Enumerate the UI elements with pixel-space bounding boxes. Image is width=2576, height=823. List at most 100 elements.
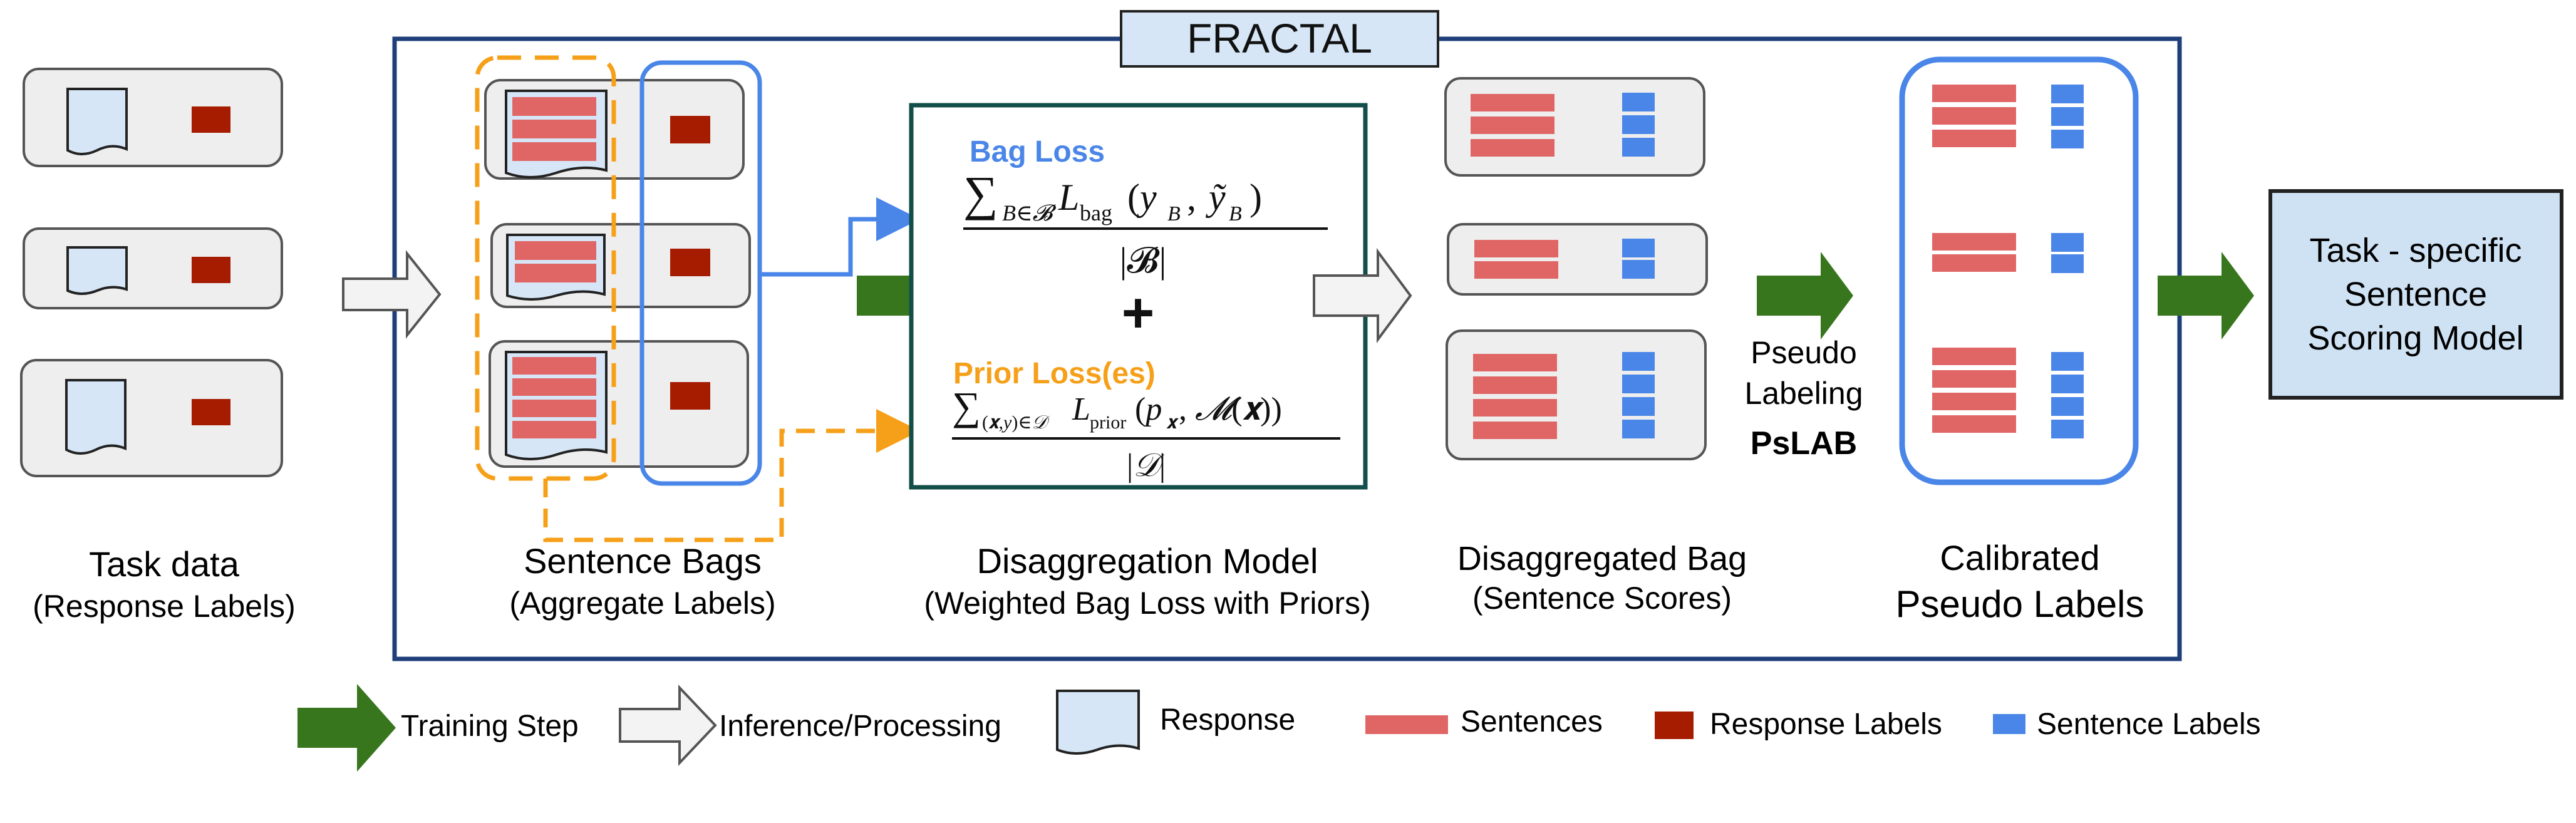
bag-loss-connector — [760, 197, 920, 277]
legend-sentences: Sentences — [1461, 705, 1603, 738]
svg-text:prior: prior — [1090, 412, 1126, 433]
task-data-panel-1 — [23, 68, 283, 167]
sentence-label-square — [2051, 107, 2084, 126]
sentence-label-square — [2051, 130, 2084, 148]
scoring-model-line1: Task - specific — [2309, 232, 2522, 269]
response-label-square — [192, 399, 230, 425]
legend-sentence-label-square — [1993, 714, 2025, 734]
fractal-title-box — [1120, 10, 1439, 68]
sentence-bar — [1473, 354, 1557, 371]
sentence-label-square — [2051, 375, 2084, 393]
sentence-bar — [515, 241, 596, 260]
sentence-bar — [1471, 94, 1554, 111]
response-label-square — [192, 257, 230, 283]
sentence-bag-2 — [490, 223, 751, 308]
sentence-bar — [1474, 240, 1558, 257]
sentence-label-square — [1622, 397, 1655, 416]
fractal-title: FRACTAL — [1187, 15, 1372, 61]
task-data-panel-2 — [23, 227, 283, 309]
legend-response: Response — [1160, 703, 1295, 737]
sentence-label-square — [1622, 115, 1655, 134]
svg-text:∑: ∑ — [952, 384, 981, 428]
svg-text:B: B — [1167, 202, 1181, 225]
scoring-model-line2: Sentence — [2344, 276, 2487, 313]
task-data-title: Task data — [89, 544, 240, 584]
sentence-bag-3 — [489, 340, 749, 468]
bag-loss-label: Bag Loss — [970, 135, 1105, 168]
plus-sign: + — [1122, 282, 1155, 344]
sentence-bags-subtitle: (Aggregate Labels) — [509, 586, 775, 621]
legend-sentence-bar — [1365, 715, 1448, 734]
sentence-bar — [1932, 348, 2016, 365]
sentence-bar — [1932, 370, 2016, 388]
pslab-label: PsLAB — [1751, 425, 1857, 462]
sentence-bar — [1471, 139, 1554, 157]
pseudo-labeling-line1: Pseudo — [1751, 335, 1857, 370]
prior-loss-connector — [543, 409, 920, 542]
training-arrow — [2158, 252, 2254, 339]
disaggregated-bag-title: Disaggregated Bag — [1457, 540, 1747, 577]
response-label-square — [192, 106, 230, 133]
svg-text:bag: bag — [1080, 200, 1112, 225]
legend: Training Step Inference/Processing Respo… — [297, 684, 2261, 772]
response-label-square — [670, 249, 710, 276]
inference-arrow — [1313, 247, 1412, 344]
inference-arrow — [342, 250, 442, 339]
response-doc-icon — [65, 379, 127, 455]
sentence-bar — [1932, 254, 2016, 272]
svg-text:, 𝓜(𝐱)): , 𝓜(𝐱)) — [1179, 391, 1282, 427]
sentence-label-square — [1622, 260, 1655, 279]
legend-response-labels: Response Labels — [1710, 708, 1942, 741]
pseudo-labeling-line2: Labeling — [1744, 376, 1863, 411]
sentence-bar — [1932, 130, 2016, 147]
sentence-bar — [1932, 107, 2016, 125]
disaggregated-bag-2 — [1447, 223, 1708, 296]
sentence-label-square — [2051, 85, 2084, 103]
sentence-label-square — [2051, 420, 2084, 438]
svg-text:B∈𝓑: B∈𝓑 — [1002, 200, 1057, 225]
legend-response-doc — [1056, 690, 1140, 755]
sentence-bar — [1932, 85, 2016, 102]
sentence-bar — [1932, 233, 2016, 251]
sentence-bar — [512, 378, 596, 396]
sentence-label-square — [1622, 93, 1655, 111]
sentence-bar — [512, 421, 596, 438]
sentence-bar — [1473, 399, 1557, 417]
calibrated-set-1 — [1932, 85, 2084, 148]
disaggregated-bag-3 — [1446, 329, 1707, 460]
svg-text:,: , — [1187, 177, 1196, 218]
sentence-bag-1 — [484, 79, 745, 180]
sentence-bar — [512, 400, 596, 417]
sentence-bar — [1932, 393, 2016, 410]
sentence-bar — [512, 120, 596, 138]
legend-inference-arrow — [619, 684, 717, 767]
svg-text:): ) — [1249, 177, 1262, 218]
response-doc-icon — [66, 246, 128, 295]
disaggregated-bag-subtitle: (Sentence Scores) — [1472, 581, 1732, 616]
legend-sentence-labels: Sentence Labels — [2037, 708, 2261, 741]
sentence-label-square — [1622, 375, 1655, 393]
sentence-label-square — [1622, 420, 1655, 438]
legend-training-arrow — [297, 684, 396, 772]
calibrated-title: Calibrated — [1940, 538, 2099, 577]
disaggregation-model-box — [909, 103, 1368, 490]
sentence-label-square — [1622, 239, 1655, 257]
svg-text:∑: ∑ — [963, 166, 998, 220]
sentence-label-square — [1622, 352, 1655, 371]
calibrated-subtitle: Pseudo Labels — [1896, 583, 2144, 625]
sentence-bar — [1473, 376, 1557, 394]
calibrated-group-outline — [1899, 56, 2139, 485]
response-label-square — [670, 382, 710, 410]
prior-loss-formula: ∑ (𝐱,y)∈𝒟 L prior (p 𝐱 , 𝓜(𝐱)) |𝒟| — [952, 384, 1340, 484]
sentence-label-square — [2051, 397, 2084, 416]
legend-response-label-square — [1655, 712, 1694, 739]
sentence-bar — [512, 357, 596, 375]
svg-text:L: L — [1072, 391, 1090, 427]
task-data-subtitle: (Response Labels) — [33, 589, 296, 624]
svg-text:|𝒟|: |𝒟| — [1127, 448, 1166, 484]
training-arrow — [1757, 252, 1853, 339]
calibrated-set-2 — [1932, 233, 2084, 273]
svg-text:|𝓑|: |𝓑| — [1120, 240, 1166, 281]
disaggregation-model-title: Disaggregation Model — [977, 541, 1318, 581]
